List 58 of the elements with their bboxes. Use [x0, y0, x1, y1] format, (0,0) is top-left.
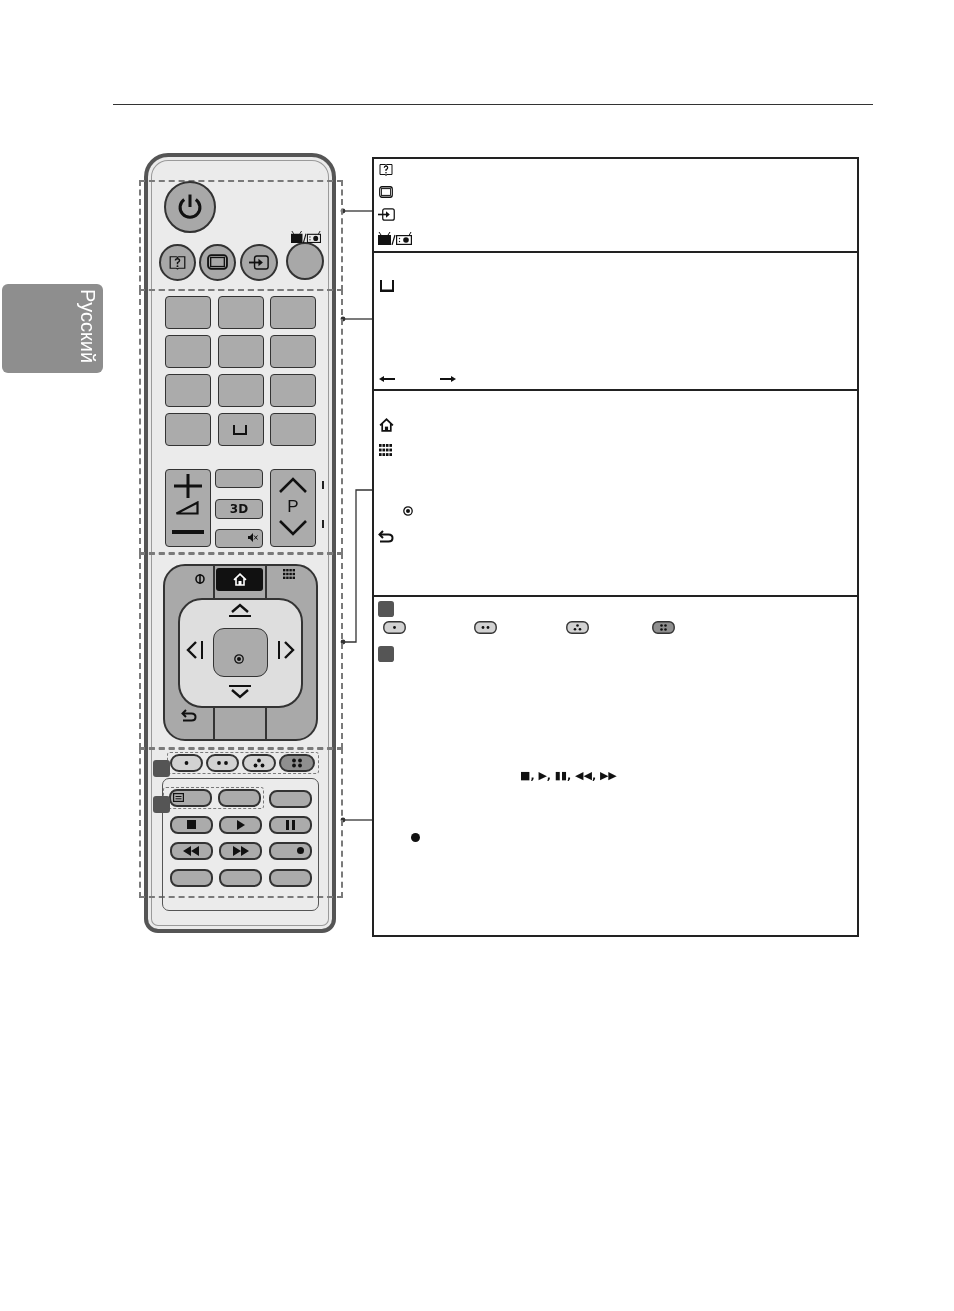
keypad-button — [165, 374, 211, 407]
leader-line — [340, 489, 373, 645]
ok-button — [213, 628, 268, 677]
pill-button — [169, 868, 213, 887]
dashed-frame — [167, 752, 319, 774]
pill-button — [268, 789, 312, 808]
keypad-button — [218, 413, 264, 446]
playback-symbols-text: ■, ▶, ▮▮, ◀◀, ▶▶ — [520, 769, 617, 783]
keypad-button — [218, 374, 264, 407]
keypad-button — [270, 413, 316, 446]
keypad-button — [165, 335, 211, 368]
dashed-frame — [162, 786, 264, 809]
pill-button — [278, 753, 315, 772]
dashed-frame — [139, 180, 343, 291]
pill-button — [218, 789, 261, 807]
volume-rocker — [165, 469, 211, 547]
leader-line — [340, 817, 373, 823]
keypad-button — [270, 296, 316, 329]
pill-button — [218, 868, 262, 887]
direction-pad — [178, 598, 303, 708]
dashed-frame — [139, 553, 343, 749]
pill-button — [268, 815, 312, 834]
round-button — [159, 244, 196, 281]
pill-button — [169, 841, 213, 860]
description-panel — [372, 157, 859, 253]
small-button — [215, 469, 263, 488]
3d-button: 3D — [215, 499, 263, 519]
keypad-button — [270, 335, 316, 368]
mute-button — [215, 529, 263, 548]
pill-button — [268, 868, 312, 887]
round-button — [199, 244, 236, 281]
leader-line — [340, 316, 373, 322]
keypad-button — [165, 296, 211, 329]
round-button — [286, 242, 324, 280]
pill-button — [169, 815, 213, 834]
description-panel — [372, 389, 859, 597]
pill-button — [241, 753, 276, 772]
description-panel — [372, 251, 859, 391]
pill-button — [268, 841, 312, 860]
pill-button — [169, 753, 203, 772]
navigation-pad — [163, 564, 318, 741]
dashed-frame — [139, 289, 343, 554]
language-tab: Русский — [2, 284, 103, 373]
home-button — [216, 568, 263, 591]
pill-button — [218, 815, 262, 834]
keypad-button — [165, 413, 211, 446]
pill-button — [205, 753, 239, 772]
power-button — [164, 181, 216, 233]
pill-button — [218, 841, 262, 860]
pill-button — [169, 789, 212, 807]
round-button — [240, 244, 278, 281]
keypad-button — [218, 335, 264, 368]
keypad-button — [218, 296, 264, 329]
leader-line — [340, 208, 373, 214]
channel-rocker: P — [270, 469, 316, 547]
keypad-button — [270, 374, 316, 407]
description-panel — [372, 595, 859, 937]
button-panel — [162, 778, 319, 911]
